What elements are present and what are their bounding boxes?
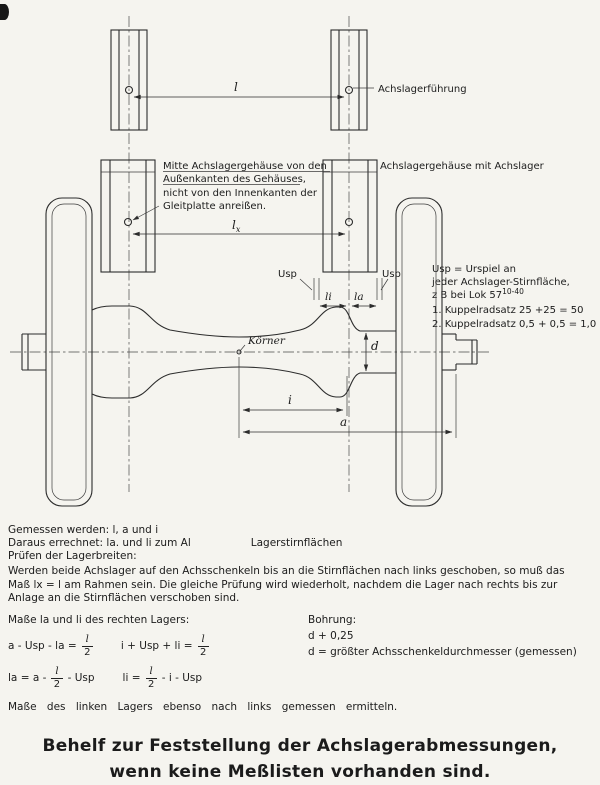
fraction-denominator: 2 (53, 678, 61, 690)
right-axlebox (322, 159, 378, 273)
dimension-i: i (238, 357, 348, 438)
fraction-numerator: l (51, 666, 63, 679)
right-bearing-calc: Maße la und li des rechten Lagers: a - U… (8, 614, 308, 690)
dim-l-label: l (234, 80, 238, 94)
dim-la-label: la (354, 291, 364, 303)
dimension-d: d (363, 332, 379, 372)
right-wheel (395, 197, 443, 507)
daraus-note: Daraus errechnet: la. und li zum Al (8, 537, 191, 550)
mitte-line4: Gleitplatte anreißen. (163, 201, 266, 212)
achslagerfuehrung-label: Achslagerführung (353, 84, 467, 95)
dim-lx-label: lx (232, 218, 241, 234)
notes-section: Gemessen werden: l, a und i Daraus errec… (0, 520, 600, 605)
dim-lx-base: l (232, 218, 236, 232)
usp-note-line3: z B bei Lok 5710-40 (432, 287, 524, 301)
formula-term: a - Usp - la = (8, 640, 77, 653)
gemessen-note: Gemessen werden: l, a und i (8, 524, 159, 536)
daraus-row: Daraus errechnet: la. und li zum Al Lager… (8, 537, 590, 550)
left-axle-end (21, 333, 46, 371)
usp-left-label: Usp (278, 269, 297, 280)
calc-section: Maße la und li des rechten Lagers: a - U… (0, 605, 600, 690)
pruefen-row: Prüfen der Lagerbreiten: (8, 550, 590, 563)
right-axle-guide (330, 29, 368, 131)
technical-drawing: l Achslagerführung Mitte Achslagergehäus… (10, 16, 596, 507)
dim-li-label: li (325, 291, 332, 303)
formula-term: - Usp (67, 672, 95, 685)
fraction-denominator: 2 (147, 678, 155, 690)
usp-note-line5: 2. Kuppelradsatz 0,5 + 0,5 = 1,0 (432, 319, 596, 330)
bohrung-header: Bohrung: (308, 613, 357, 626)
pruefen-note: Prüfen der Lagerbreiten: (8, 550, 137, 563)
bohrung-d-note: d = größter Achsschenkeldurchmesser (gem… (308, 645, 577, 658)
center-lines (10, 16, 492, 492)
linkes-lager-note: Maße des linken Lagers ebenso nach links… (8, 700, 398, 713)
mitte-line1: Mitte Achslagergehäuse von den (163, 161, 327, 172)
usp-right-label: Usp (382, 269, 401, 280)
gemessen-row: Gemessen werden: l, a und i (8, 524, 590, 537)
usp-note-line2: jeder Achslager-Stirnfläche, (431, 277, 570, 288)
usp-note-line4: 1. Kuppelradsatz 25 +25 = 50 (432, 305, 583, 316)
pruefung-paragraph: Werden beide Achslager auf den Achsschen… (8, 565, 565, 604)
lagerstirn-note: Lagerstirnflächen (250, 537, 343, 550)
dimension-a: a (242, 374, 457, 438)
title-line1: Behelf zur Feststellung der Achslagerabm… (42, 735, 558, 756)
dimension-l: l (133, 80, 345, 100)
usp-note-line1: Usp = Urspiel an (432, 264, 516, 275)
mitte-line2: Außenkanten des Gehäuses, (163, 174, 306, 185)
koerner-text: Körner (247, 335, 286, 347)
title-line2: wenn keine Meßlisten vorhanden sind. (109, 762, 491, 783)
document-title: Behelf zur Feststellung der Achslagerabm… (0, 733, 600, 785)
dim-i-label: i (288, 393, 292, 407)
rechtes-lager-header: Maße la und li des rechten Lagers: (8, 613, 190, 626)
fraction-denominator: 2 (199, 646, 207, 658)
left-axle-guide (110, 29, 148, 131)
usp-note: Usp = Urspiel an jeder Achslager-Stirnfl… (431, 264, 596, 330)
mitte-annotation: Mitte Achslagergehäuse von den Außenkant… (132, 161, 330, 221)
scan-artifact (0, 4, 9, 20)
fraction-denominator: 2 (84, 646, 91, 658)
usp-dimensions: Usp Usp (278, 269, 401, 300)
fraction-numerator: l (197, 634, 209, 647)
right-axle-end (442, 333, 478, 371)
dimension-lx: lx (132, 218, 346, 237)
achslagergehaeuse-text: Achslagergehäuse mit Achslager (380, 161, 545, 172)
fraction-numerator: l (81, 634, 93, 647)
bohrung-block: Bohrung: d + 0,25 d = größter Achsschenk… (308, 614, 577, 690)
fraction-numerator: l (145, 666, 157, 679)
mitte-line3: nicht von den Innenkanten der (163, 188, 318, 199)
left-axlebox (100, 159, 156, 273)
koerner-label: Körner (236, 335, 286, 355)
formula-term: li = (122, 672, 141, 685)
formula-term: - i - Usp (161, 672, 203, 685)
dim-d-label: d (371, 339, 379, 353)
li-la-dimensions: li la (319, 291, 377, 309)
bohrung-value: d + 0,25 (308, 629, 354, 642)
usp-note-lok-sup: 10-40 (502, 287, 524, 296)
formula-term: la = a - (8, 672, 47, 685)
dim-lx-sub: x (236, 225, 241, 234)
formula-term: i + Usp + li = (120, 640, 193, 653)
dim-a-label: a (340, 415, 347, 429)
usp-note-lok: z B bei Lok 57 (432, 290, 502, 301)
left-wheel (45, 197, 93, 507)
achslagerfuehrung-text: Achslagerführung (378, 84, 467, 95)
